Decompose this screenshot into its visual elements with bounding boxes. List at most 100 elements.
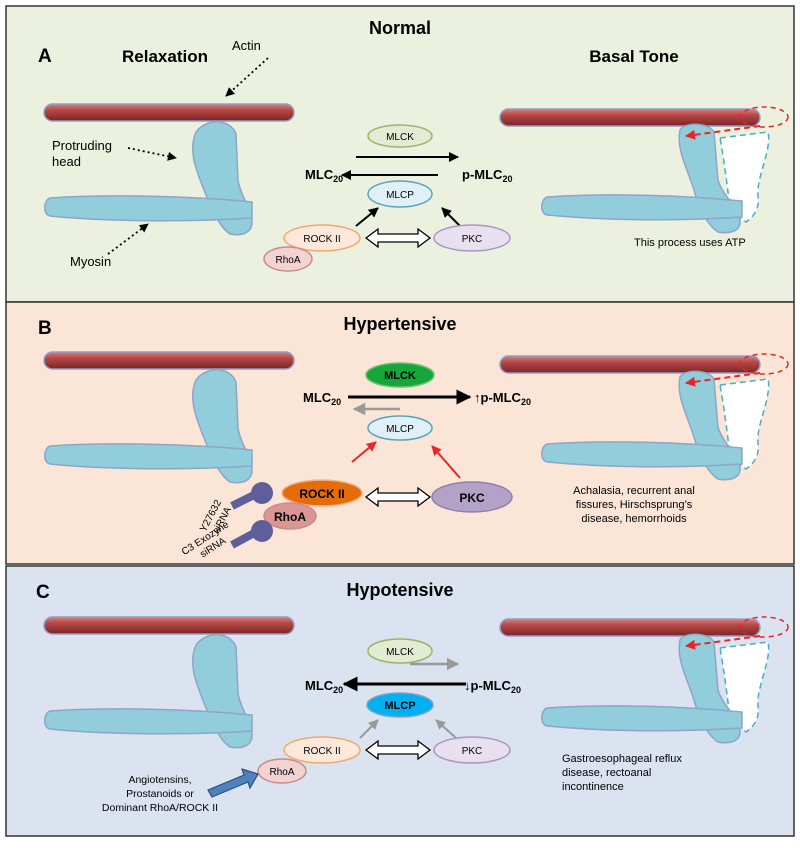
head-callout: Protruding bbox=[52, 138, 112, 153]
mlck-label: MLCK bbox=[386, 132, 414, 143]
rhoa-node bbox=[263, 502, 317, 530]
crosstalk-double-arrow bbox=[364, 227, 432, 249]
pkc-node bbox=[431, 481, 513, 513]
disease-note: Achalasia, recurrent anal bbox=[573, 485, 695, 497]
actin-filament bbox=[43, 351, 295, 370]
relaxed-filaments bbox=[43, 616, 295, 749]
rock-ii-node bbox=[281, 479, 363, 507]
basal-tone-label: Basal Tone bbox=[589, 47, 678, 66]
panel-background bbox=[5, 5, 795, 303]
previous-head-outline bbox=[719, 641, 770, 733]
contracted-filaments bbox=[499, 353, 789, 481]
disease-note: disease, rectoanal bbox=[562, 767, 651, 779]
actin-filament bbox=[43, 103, 295, 122]
p-mlc20-label: ↑p-MLC20 bbox=[474, 390, 531, 407]
power-stroke-arrow bbox=[685, 125, 761, 140]
rock-to-mlcp-arrow bbox=[359, 719, 379, 739]
panel-letter: B bbox=[38, 318, 52, 339]
panel-title: Normal bbox=[369, 18, 431, 38]
actin-callout: Actin bbox=[232, 38, 261, 53]
rock-to-mlcp-arrow bbox=[355, 207, 379, 227]
disease-note: incontinence bbox=[562, 781, 624, 793]
rock-ii-label: ROCK II bbox=[303, 234, 340, 245]
rock-ii-node bbox=[283, 736, 361, 764]
myosin-filament bbox=[44, 708, 253, 735]
relaxed-filaments bbox=[43, 351, 295, 484]
signaling-pathway: MLCK MLC20 ↓p-MLC20 MLCP ROCK II RhoA PK… bbox=[102, 638, 521, 814]
panel-letter: A bbox=[38, 46, 52, 67]
inhibitor-head bbox=[251, 520, 273, 542]
head-callout: head bbox=[52, 154, 81, 169]
mlck-node bbox=[367, 124, 433, 148]
rock-ii-label: ROCK II bbox=[299, 487, 344, 501]
rhoa-node bbox=[263, 246, 313, 272]
myosin-filament bbox=[541, 441, 743, 468]
mlcp-node bbox=[367, 415, 433, 441]
activator-label: Prostanoids or bbox=[126, 788, 194, 800]
previous-position-outline bbox=[739, 616, 789, 638]
relaxation-label: Relaxation bbox=[122, 47, 208, 66]
actin-filament bbox=[499, 618, 761, 637]
head-pointer bbox=[127, 147, 177, 161]
panel-title: Hypotensive bbox=[346, 580, 453, 600]
pkc-label: PKC bbox=[462, 746, 483, 757]
pkc-label: PKC bbox=[459, 491, 485, 505]
panel-normal: A Normal Relaxation Basal Tone Actin Pro… bbox=[5, 5, 795, 303]
myosin-pointer bbox=[107, 223, 149, 255]
disease-note: disease, hemorrhoids bbox=[581, 513, 687, 525]
mlck-node bbox=[367, 638, 433, 664]
rock-ii-node bbox=[283, 224, 361, 252]
myosin-filament bbox=[541, 194, 743, 221]
signaling-pathway: MLCK MLC20 p-MLC20 MLCP ROCK II RhoA PKC bbox=[263, 124, 512, 272]
process-note: This process uses ATP bbox=[634, 237, 746, 249]
panel-letter: C bbox=[36, 582, 50, 603]
relaxed-filaments bbox=[43, 103, 295, 236]
crosstalk-double-arrow bbox=[364, 739, 432, 761]
myosin-filament bbox=[541, 705, 743, 732]
inhibitor-head bbox=[251, 482, 273, 504]
pkc-to-mlcp-arrow bbox=[431, 445, 461, 479]
rhoa-node bbox=[257, 758, 307, 784]
rock-to-mlcp-arrow bbox=[351, 441, 377, 463]
mlcp-node bbox=[366, 692, 434, 718]
mlcp-label: MLCP bbox=[386, 424, 414, 435]
pkc-node bbox=[433, 736, 511, 764]
disease-note: fissures, Hirschsprung’s bbox=[576, 499, 693, 511]
rhoa-label: RhoA bbox=[275, 255, 300, 266]
disease-note: Gastroesophageal reflux bbox=[562, 753, 682, 765]
contracted-filaments bbox=[499, 106, 789, 234]
activation-block-arrow bbox=[207, 768, 259, 798]
actin-filament bbox=[499, 108, 761, 127]
myosin-filament bbox=[44, 195, 253, 222]
rhoa-label: RhoA bbox=[269, 767, 294, 778]
pkc-node bbox=[433, 224, 511, 252]
mlcp-node bbox=[367, 180, 433, 208]
mlcp-label: MLCP bbox=[384, 700, 415, 712]
actin-filament bbox=[43, 616, 295, 635]
myosin-callout: Myosin bbox=[70, 254, 111, 269]
p-mlc20-label: p-MLC20 bbox=[462, 167, 512, 184]
p-mlc20-label: ↓p-MLC20 bbox=[464, 678, 521, 695]
crosstalk-double-arrow bbox=[364, 486, 432, 508]
rock-ii-label: ROCK II bbox=[303, 746, 340, 757]
power-stroke-arrow bbox=[685, 372, 761, 387]
power-stroke-arrow bbox=[685, 635, 761, 650]
myosin-filament bbox=[44, 443, 253, 470]
pkc-to-mlcp-arrow bbox=[435, 719, 457, 739]
panel-hypertensive: B Hypertensive Achalasia, recurrent anal… bbox=[5, 301, 795, 565]
pkc-to-mlcp-arrow bbox=[441, 207, 461, 227]
mlck-label: MLCK bbox=[386, 647, 414, 658]
activator-label: Angiotensins, bbox=[128, 774, 191, 786]
pkc-label: PKC bbox=[462, 234, 483, 245]
previous-position-outline bbox=[739, 106, 789, 128]
mlck-label: MLCK bbox=[384, 370, 416, 382]
mlc20-label: MLC20 bbox=[305, 167, 343, 184]
panel-title: Hypertensive bbox=[343, 314, 456, 334]
mlc20-label: MLC20 bbox=[303, 390, 341, 407]
actin-filament bbox=[499, 355, 761, 374]
contracted-filaments bbox=[499, 616, 789, 744]
mlcp-label: MLCP bbox=[386, 190, 414, 201]
mlck-node bbox=[365, 362, 435, 388]
panel-hypotensive: C Hypotensive Gastroesophageal reflux di… bbox=[5, 565, 795, 837]
